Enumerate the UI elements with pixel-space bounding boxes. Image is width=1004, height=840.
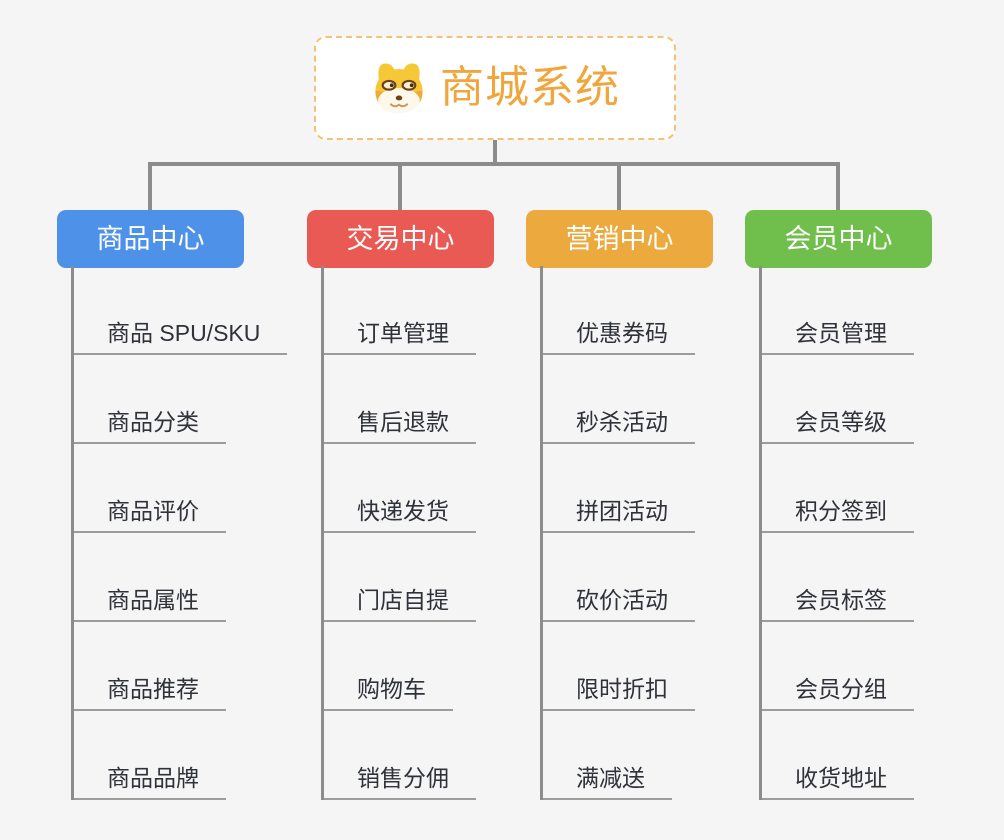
- branch-node-marketing-center[interactable]: 营销中心: [526, 210, 713, 268]
- leaf-item[interactable]: 商品评价: [74, 444, 226, 533]
- leaf-item[interactable]: 积分签到: [762, 444, 914, 533]
- branch-node-trade-center[interactable]: 交易中心: [307, 210, 494, 268]
- leaf-item[interactable]: 优惠券码: [543, 266, 695, 355]
- leaf-item[interactable]: 售后退款: [324, 355, 476, 444]
- branch-label: 商品中心: [96, 223, 205, 254]
- branch-marketing-center: 营销中心 优惠券码 秒杀活动 拼团活动 砍价活动 限时折扣 满减送: [526, 210, 713, 800]
- leaf-item[interactable]: 会员等级: [762, 355, 914, 444]
- connector-horizontal-bar: [148, 162, 840, 166]
- leaf-item[interactable]: 秒杀活动: [543, 355, 695, 444]
- leaf-item[interactable]: 商品 SPU/SKU: [74, 266, 288, 355]
- branch-children-trade: 订单管理 售后退款 快递发货 门店自提 购物车 销售分佣: [321, 266, 581, 800]
- root-node[interactable]: 商城系统: [314, 36, 676, 140]
- leaf-item[interactable]: 商品属性: [74, 533, 226, 622]
- branch-member-center: 会员中心 会员管理 会员等级 积分签到 会员标签 会员分组 收货地址: [745, 210, 932, 800]
- leaf-item[interactable]: 快递发货: [324, 444, 476, 533]
- leaf-item[interactable]: 满减送: [543, 711, 672, 800]
- leaf-item[interactable]: 商品推荐: [74, 622, 226, 711]
- leaf-item[interactable]: 销售分佣: [324, 711, 476, 800]
- leaf-item[interactable]: 限时折扣: [543, 622, 695, 711]
- branch-trade-center: 交易中心 订单管理 售后退款 快递发货 门店自提 购物车 销售分佣: [307, 210, 494, 800]
- leaf-item[interactable]: 订单管理: [324, 266, 476, 355]
- connector-root-stem: [493, 139, 497, 164]
- branch-label: 会员中心: [784, 223, 893, 254]
- leaf-item[interactable]: 门店自提: [324, 533, 476, 622]
- branch-label: 营销中心: [565, 223, 674, 254]
- branch-label: 交易中心: [346, 223, 455, 254]
- leaf-item[interactable]: 拼团活动: [543, 444, 695, 533]
- branch-node-product-center[interactable]: 商品中心: [57, 210, 244, 268]
- leaf-item[interactable]: 商品分类: [74, 355, 226, 444]
- leaf-item[interactable]: 砍价活动: [543, 533, 695, 622]
- connector-drop-member: [836, 162, 840, 210]
- branch-children-marketing: 优惠券码 秒杀活动 拼团活动 砍价活动 限时折扣 满减送: [540, 266, 800, 800]
- branch-children-product: 商品 SPU/SKU 商品分类 商品评价 商品属性 商品推荐 商品品牌: [71, 266, 331, 800]
- connector-drop-trade: [398, 162, 402, 210]
- leaf-item[interactable]: 会员管理: [762, 266, 914, 355]
- leaf-item[interactable]: 会员标签: [762, 533, 914, 622]
- connector-drop-marketing: [617, 162, 621, 210]
- dog-face-icon: [370, 60, 428, 116]
- branch-product-center: 商品中心 商品 SPU/SKU 商品分类 商品评价 商品属性 商品推荐 商品品牌: [57, 210, 288, 800]
- leaf-item[interactable]: 会员分组: [762, 622, 914, 711]
- connector-drop-product: [148, 162, 152, 210]
- root-title: 商城系统: [440, 63, 620, 112]
- leaf-item[interactable]: 商品品牌: [74, 711, 226, 800]
- branch-children-member: 会员管理 会员等级 积分签到 会员标签 会员分组 收货地址: [759, 266, 1004, 800]
- branch-node-member-center[interactable]: 会员中心: [745, 210, 932, 268]
- leaf-item[interactable]: 收货地址: [762, 711, 914, 800]
- leaf-item[interactable]: 购物车: [324, 622, 453, 711]
